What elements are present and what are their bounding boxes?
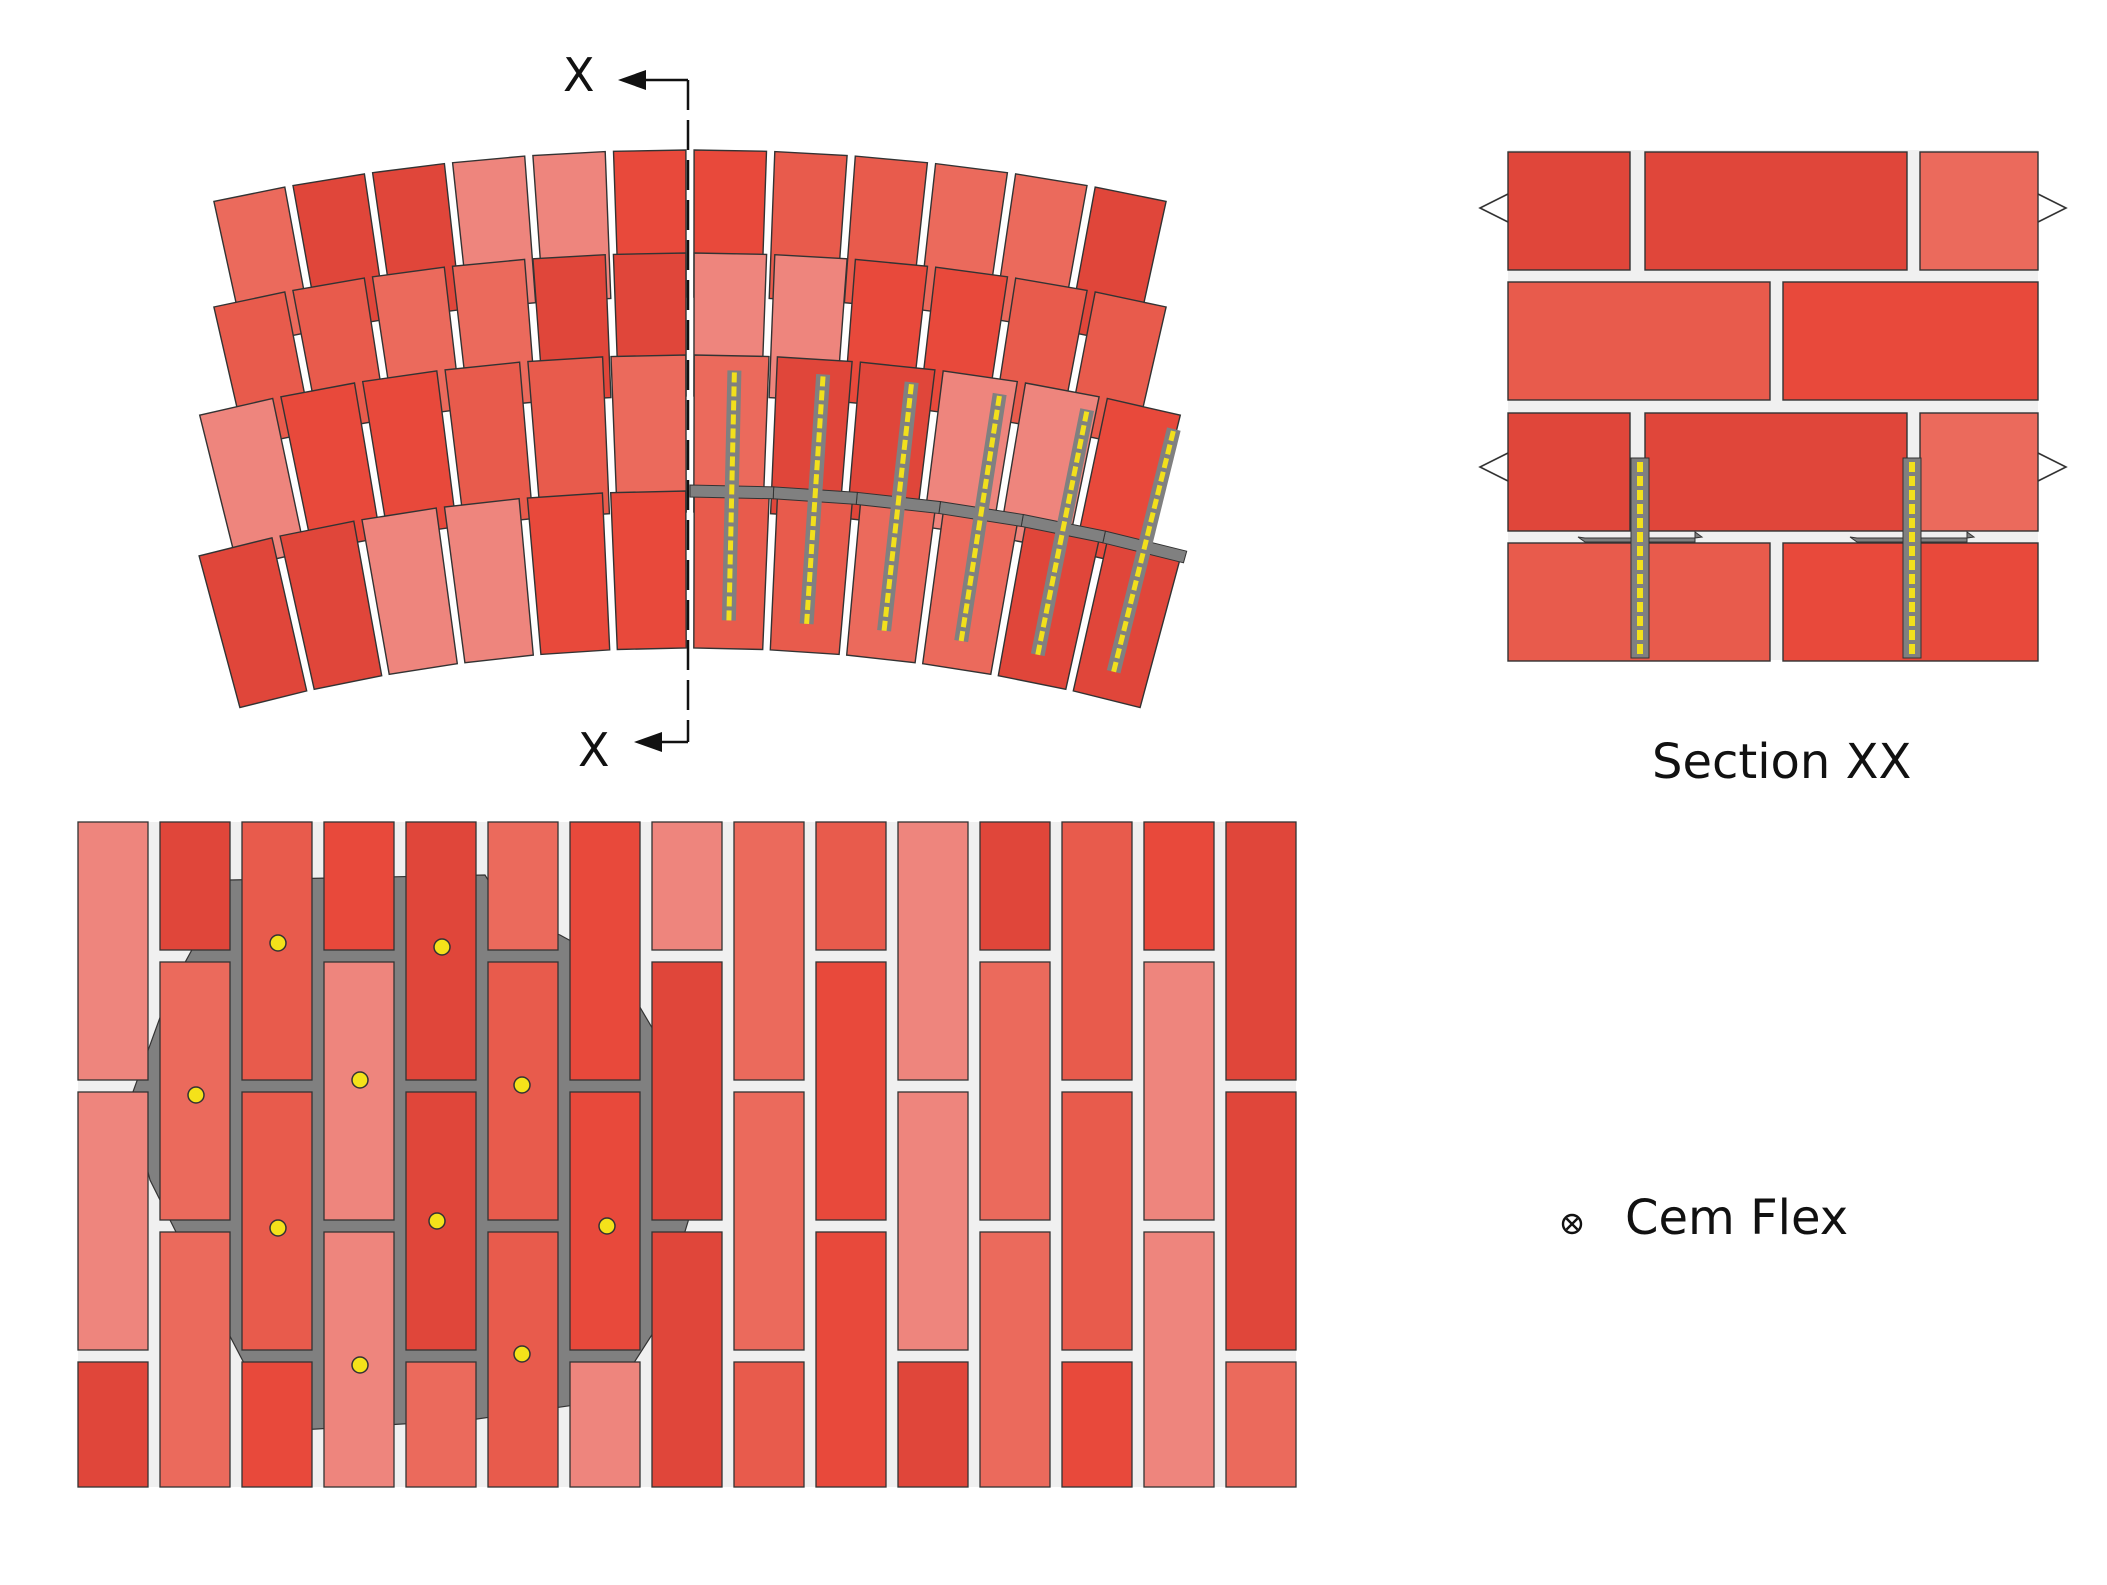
section-bed-joint bbox=[1577, 531, 1704, 543]
section-xx-view bbox=[1478, 150, 2068, 662]
wall-brick bbox=[1143, 821, 1215, 951]
wall-brick bbox=[323, 961, 395, 1221]
wall-brick bbox=[733, 1091, 805, 1351]
wall-brick bbox=[733, 1361, 805, 1488]
tie-slot bbox=[877, 381, 919, 632]
wall-brick bbox=[1143, 961, 1215, 1221]
curved-arch-elevation bbox=[198, 149, 1188, 709]
section-brick bbox=[1644, 412, 1908, 532]
wall-brick bbox=[897, 1091, 969, 1351]
wall-brick bbox=[815, 961, 887, 1221]
wall-brick bbox=[1225, 821, 1297, 1081]
break-line bbox=[1478, 193, 1509, 223]
wall-brick bbox=[1143, 1231, 1215, 1488]
arrow-left-icon bbox=[634, 732, 662, 752]
wall-brick bbox=[405, 1361, 477, 1488]
wall-brick bbox=[569, 821, 641, 1081]
break-line bbox=[2037, 452, 2068, 482]
arch-brick bbox=[443, 497, 535, 664]
arch-brick bbox=[279, 520, 383, 691]
arch-brick bbox=[609, 490, 687, 651]
wall-brick bbox=[1061, 821, 1133, 1081]
arch-brick bbox=[198, 536, 308, 709]
wall-brick bbox=[241, 1361, 313, 1488]
cut-label-bottom: X bbox=[578, 723, 610, 777]
cem-flex-marker bbox=[598, 1217, 616, 1235]
wall-brick bbox=[979, 961, 1051, 1221]
arch-brick bbox=[610, 354, 687, 515]
wall-brick bbox=[159, 1231, 231, 1488]
wall-brick bbox=[323, 821, 395, 951]
wall-brick bbox=[77, 1091, 149, 1351]
wall-brick bbox=[815, 1231, 887, 1488]
section-title: Section XX bbox=[1652, 734, 1912, 790]
wall-brick bbox=[651, 961, 723, 1221]
break-line bbox=[2037, 193, 2068, 223]
wall-brick bbox=[733, 821, 805, 1081]
section-cut-line bbox=[618, 70, 690, 752]
cem-flex-marker bbox=[513, 1345, 531, 1363]
tie-slot bbox=[954, 392, 1007, 643]
wall-brick bbox=[651, 1231, 723, 1488]
cem-flex-marker bbox=[513, 1076, 531, 1094]
circled-times-icon bbox=[1561, 1213, 1583, 1235]
wall-brick bbox=[487, 821, 559, 951]
cem-flex-marker bbox=[269, 934, 287, 952]
wall-brick bbox=[979, 1231, 1051, 1488]
section-brick bbox=[1919, 412, 2039, 532]
section-tie-slot bbox=[1630, 457, 1650, 659]
wall-elevation-view bbox=[77, 821, 1297, 1488]
arrow-left-icon bbox=[618, 70, 646, 90]
section-brick bbox=[1507, 412, 1631, 532]
section-brick bbox=[1782, 281, 2039, 401]
wall-brick bbox=[1225, 1361, 1297, 1488]
wall-brick bbox=[1061, 1091, 1133, 1351]
wall-brick bbox=[1061, 1361, 1133, 1488]
cut-label-top: X bbox=[563, 48, 595, 102]
wall-brick bbox=[815, 821, 887, 951]
tie-slot bbox=[799, 373, 831, 625]
legend-label: Cem Flex bbox=[1625, 1190, 1849, 1246]
tie-slot bbox=[721, 370, 742, 621]
wall-brick bbox=[569, 1361, 641, 1488]
section-brick bbox=[1507, 151, 1631, 271]
cem-flex-marker bbox=[433, 938, 451, 956]
cem-flex-marker bbox=[351, 1356, 369, 1374]
wall-brick bbox=[1225, 1091, 1297, 1351]
tie-slot bbox=[1106, 427, 1181, 674]
section-bed-joint bbox=[1849, 531, 1976, 543]
section-brick bbox=[1644, 151, 1908, 271]
wall-brick bbox=[159, 821, 231, 951]
wall-brick bbox=[897, 821, 969, 1081]
cem-flex-marker bbox=[428, 1212, 446, 1230]
wall-brick bbox=[77, 1361, 149, 1488]
tie-slot bbox=[1030, 408, 1095, 657]
wall-brick bbox=[77, 821, 149, 1081]
section-brick bbox=[1507, 281, 1771, 401]
section-tie-slot bbox=[1902, 457, 1922, 659]
arch-brick bbox=[361, 507, 459, 676]
cem-flex-marker bbox=[351, 1071, 369, 1089]
wall-brick bbox=[897, 1361, 969, 1488]
arch-brick bbox=[526, 492, 611, 656]
cem-flex-marker bbox=[269, 1219, 287, 1237]
section-brick bbox=[1919, 151, 2039, 271]
wall-brick bbox=[323, 1231, 395, 1488]
break-line bbox=[1478, 452, 1509, 482]
cem-flex-marker bbox=[187, 1086, 205, 1104]
wall-brick bbox=[651, 821, 723, 951]
wall-brick bbox=[979, 821, 1051, 951]
